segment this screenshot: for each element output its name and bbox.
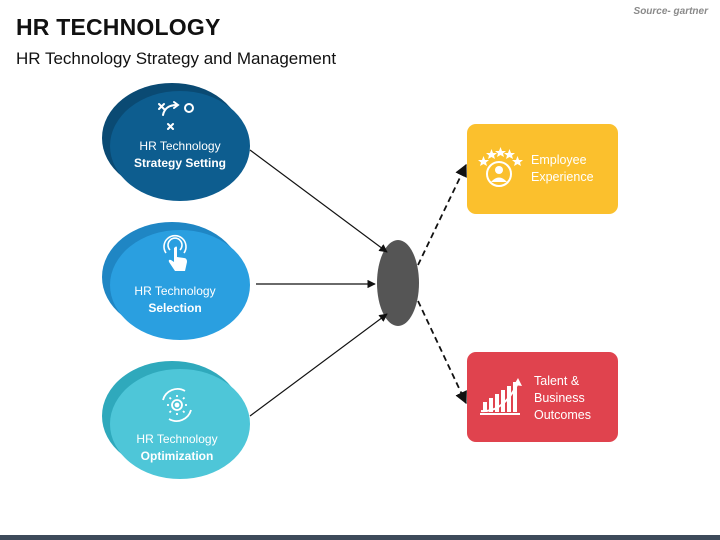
arrow-strategy-to-hub [249, 149, 388, 253]
tap-icon [163, 234, 187, 271]
input-node-selection-front [110, 230, 250, 340]
input-label-strategy-line2: Strategy Setting [133, 156, 226, 170]
employee-star-icon [478, 147, 523, 187]
page-title: HR TECHNOLOGY [16, 14, 221, 40]
source-note: Source- gartner [633, 6, 708, 17]
input-node-selection [102, 222, 250, 340]
input-label-optimization-line1: HR Technology [136, 432, 218, 446]
input-label-strategy-line1: HR Technology [139, 139, 221, 153]
input-label-selection: HR Technology Selection [100, 283, 250, 317]
input-label-selection-line2: Selection [148, 301, 202, 315]
input-node-optimization [102, 361, 250, 479]
arrow-optimization-to-hub [249, 313, 388, 417]
input-label-optimization-line2: Optimization [140, 449, 214, 463]
input-label-selection-line1: HR Technology [134, 284, 216, 298]
growth-chart-icon [480, 378, 522, 415]
strategy-icon [158, 101, 194, 130]
page-subtitle: HR Technology Strategy and Management [16, 49, 337, 68]
arrow-hub-to-talent [417, 300, 467, 405]
input-label-strategy: HR Technology Strategy Setting [105, 138, 255, 172]
output-label-talent: Talent & Business Outcomes [534, 374, 591, 422]
output-label-employee: Employee Experience [531, 153, 594, 184]
arrow-hub-to-employee [417, 163, 467, 266]
footer-bar [0, 535, 720, 540]
input-node-strategy-front [110, 91, 250, 201]
output-box-employee [467, 124, 618, 214]
gears-cycle-icon [162, 388, 192, 422]
input-label-optimization: HR Technology Optimization [102, 431, 252, 465]
output-box-talent [467, 352, 618, 442]
input-node-optimization-front [110, 369, 250, 479]
input-node-strategy [102, 83, 250, 201]
hub-node [377, 240, 419, 326]
